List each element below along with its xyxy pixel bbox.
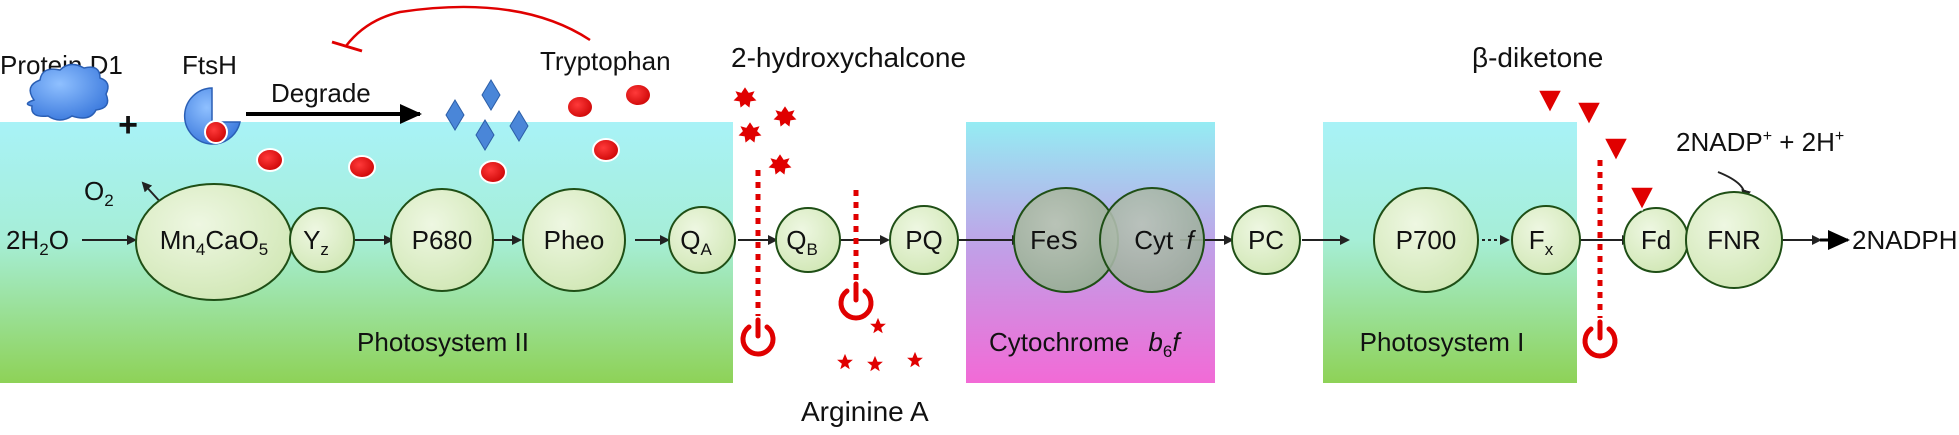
plus-sign: +	[118, 106, 138, 144]
cyt-f-node	[1099, 187, 1205, 293]
arginine-label: Arginine A	[801, 396, 929, 427]
star-icon	[902, 348, 928, 371]
o2-label: O2	[84, 176, 114, 210]
tryptophan-dot-icon	[624, 83, 652, 107]
p700-label: P700	[1396, 225, 1457, 255]
nadp-label: 2NADP+ + 2H+	[1676, 127, 1844, 157]
pc-label: PC	[1248, 225, 1284, 255]
diketone-molecules	[1536, 89, 1656, 212]
inhibition-sites	[755, 160, 1603, 318]
electron-flow-arrows	[82, 171, 1850, 250]
star-icon	[832, 350, 858, 373]
triangle-icon	[1602, 137, 1630, 163]
burst-star-icon	[735, 119, 765, 146]
tryptophan-dot-icon	[592, 138, 620, 162]
burst-star-icon	[730, 84, 760, 111]
amino-acid-fragments	[445, 79, 529, 151]
power-off-icon	[838, 281, 874, 321]
fx-label: Fx	[1529, 225, 1554, 259]
arginine-molecules	[832, 314, 928, 375]
qb-node	[775, 207, 841, 273]
pheo-label: Pheo	[544, 225, 605, 255]
fx-node	[1511, 205, 1581, 275]
cyt-f-label: Cyt f	[1134, 225, 1196, 255]
fragment-diamond-icon	[475, 119, 495, 151]
power-off-icon	[740, 317, 776, 357]
pq-node	[889, 205, 959, 275]
tryptophan-dot-icon	[348, 155, 376, 179]
fnr-node	[1685, 191, 1783, 289]
qb-label: QB	[786, 225, 818, 259]
nadph-label: 2NADPH	[1852, 225, 1957, 255]
fnr-label: FNR	[1707, 225, 1760, 255]
cytochrome-b6f-label: Cytochrome b6f	[989, 327, 1182, 361]
fd-label: Fd	[1641, 225, 1671, 255]
photosystem-ii-label: Photosystem II	[357, 327, 529, 357]
star-icon	[862, 352, 888, 375]
qa-label: QA	[680, 225, 712, 259]
p700-node	[1373, 187, 1479, 293]
mn4cao5-label: Mn4CaO5	[160, 225, 269, 259]
inhibition-bar	[331, 40, 363, 53]
p680-node	[390, 188, 494, 292]
fragment-diamond-icon	[445, 99, 465, 131]
photosystem-i-label: Photosystem I	[1360, 327, 1525, 357]
pheo-node	[522, 188, 626, 292]
tryptophan-dot-icon	[479, 160, 507, 184]
power-off-icon	[1582, 319, 1618, 359]
hydroxychalcone-label: 2-hydroxychalcone	[731, 42, 966, 73]
protein-d1-cloud-icon	[26, 63, 109, 121]
yz-label: Yz	[303, 225, 329, 259]
triangle-icon	[1536, 89, 1564, 115]
qa-node	[668, 206, 736, 274]
degrade-label: Degrade	[271, 78, 371, 108]
power-icons	[740, 281, 1618, 359]
tryptophan-label: Tryptophan	[540, 46, 671, 76]
ftsh-label: FtsH	[182, 50, 237, 80]
feedback-inhibition-line	[345, 5, 591, 47]
burst-star-icon	[765, 151, 795, 178]
diketone-label: β-diketone	[1472, 42, 1603, 73]
fragment-diamond-icon	[481, 79, 501, 111]
burst-star-icon	[770, 103, 800, 130]
tryptophan-dot-icon	[256, 148, 284, 172]
tryptophan-molecules	[256, 83, 652, 184]
fes-label: FeS	[1030, 225, 1078, 255]
triangle-icon	[1575, 101, 1603, 127]
pq-label: PQ	[905, 225, 943, 255]
p680-label: P680	[412, 225, 473, 255]
yz-node	[289, 207, 355, 273]
hydroxychalcone-molecules	[730, 84, 800, 178]
tryptophan-dot-icon	[566, 95, 594, 119]
fragment-diamond-icon	[509, 110, 529, 142]
star-icon	[865, 314, 891, 337]
triangle-icon	[1628, 186, 1656, 212]
water-label: 2H2O	[6, 225, 69, 259]
pc-node	[1231, 205, 1301, 275]
tryptophan-dot-icon	[204, 120, 228, 144]
